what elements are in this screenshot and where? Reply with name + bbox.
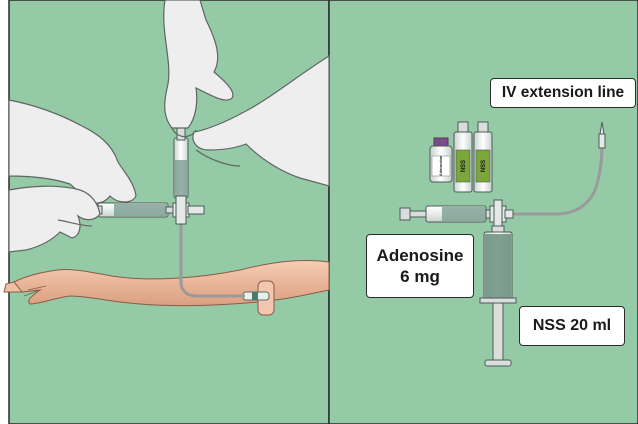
vial-icon: NSS: [474, 122, 492, 192]
nss-volume-text: NSS 20 ml: [533, 317, 611, 335]
adenosine-name-text: Adenosine: [377, 245, 464, 266]
iv-extension-line-label: IV extension line: [490, 78, 636, 108]
vial-icon: NSS: [454, 122, 472, 192]
adenosine-dose-text: 6 mg: [400, 266, 440, 287]
nss-vial-label-2: NSS: [481, 160, 487, 172]
iv-extension-line-text: IV extension line: [502, 84, 624, 102]
adenosine-vial-text: Adenosine: [438, 155, 443, 176]
nss-vial-label-1: NSS: [461, 160, 467, 172]
nss-label: NSS 20 ml: [519, 306, 625, 346]
adenosine-label: Adenosine 6 mg: [366, 234, 474, 298]
